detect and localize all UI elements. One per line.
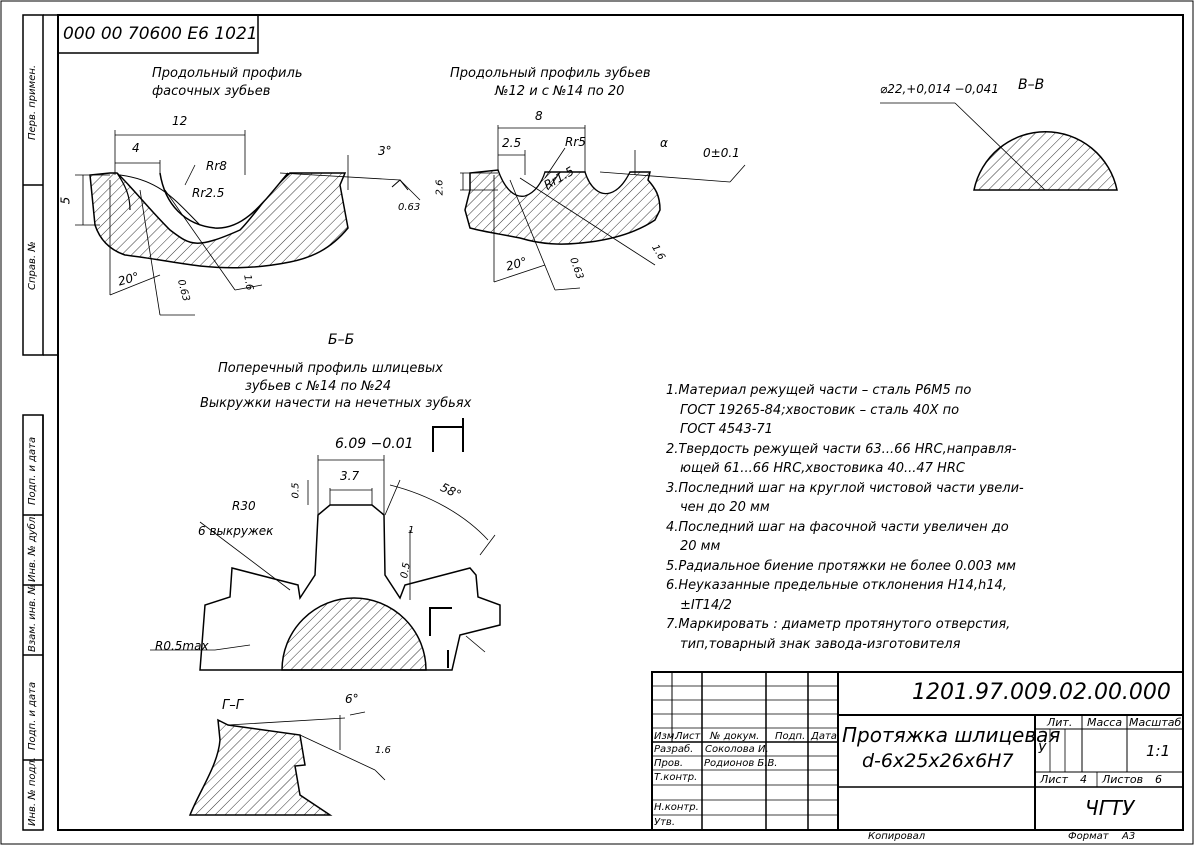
side-label-sprav: Справ. № [27, 241, 38, 290]
note-line: 6.Неуказанные предельные отклонения H14,… [666, 578, 1007, 593]
hdr-doc: № докум. [710, 731, 760, 742]
dim-12: 12 [172, 114, 188, 128]
format-label: Формат [1068, 831, 1109, 842]
corner-stamp-box [57, 14, 259, 54]
dim-r05max: R0.5max [155, 639, 209, 653]
section-vv-title: В–В [1018, 77, 1045, 93]
dim-recess: 6 выкружек [198, 524, 274, 538]
teeth-title-2: №12 и с №14 по 20 [495, 84, 625, 99]
section-gg [188, 711, 386, 816]
longitudinal-chamfer-profile [75, 130, 421, 316]
scale-label: Масштаб [1129, 716, 1182, 729]
side-label-inv-dubl: Инв. № дубл. [27, 513, 38, 582]
note-line: 5.Радиальное биение протяжки не более 0.… [666, 558, 1016, 574]
dim-26: 2.6 [434, 179, 446, 196]
note-line: ±IT14/2 [680, 597, 732, 613]
dim-25: 2.5 [502, 136, 522, 150]
teeth-title-1: Продольный профиль зубьев [450, 66, 651, 81]
dim-05-a: 0.5 [290, 482, 302, 499]
sheets-value: 6 [1155, 773, 1162, 786]
section-bb-cross-profile [150, 418, 501, 671]
dim-r25: Rr2.5 [192, 186, 225, 200]
dim-width-609: 6.09 −0.01 [335, 436, 414, 452]
doc-number: 1201.97.009.02.00.000 [912, 680, 1171, 705]
organization: ЧГТУ [1085, 796, 1135, 820]
row-role: Утв. [654, 817, 675, 828]
row-role: Пров. [654, 758, 684, 769]
note-line: 2.Твердость режущей части 63...66 HRC,на… [666, 441, 1017, 457]
sheet-label: Лист [1040, 773, 1068, 786]
side-strip [22, 14, 58, 831]
corner-stamp: 000 00 70600 Е6 1021 [63, 24, 258, 44]
section-bb-title: Б–Б [328, 332, 355, 348]
lit-label: Лит. [1047, 716, 1073, 729]
dim-37: 3.7 [340, 469, 360, 483]
sheet-value: 4 [1080, 773, 1087, 786]
dim-angle-3: 3° [378, 144, 392, 158]
section-bb-line3: Выкружки начести на нечетных зубьях [200, 396, 472, 411]
hdr-date: Дата [811, 731, 837, 742]
rough-16-gg: 1.6 [375, 745, 391, 756]
dim-r8: Rr8 [206, 159, 227, 173]
section-gg-title: Г–Г [222, 698, 243, 713]
dim-alpha: α [660, 136, 668, 150]
note-line: чен до 20 мм [680, 500, 770, 515]
chamfer-title-2: фасочных зубьев [152, 84, 271, 99]
dim-5: 5 [58, 196, 73, 205]
hdr-sign: Подп. [775, 731, 806, 742]
side-label-podp-data-2: Подп. и дата [27, 681, 38, 750]
scale-value: 1:1 [1146, 742, 1171, 760]
title-block-frame [651, 671, 1184, 831]
note-line: 4.Последний шаг на фасочной части увелич… [666, 519, 1009, 535]
sheets-label: Листов [1102, 773, 1144, 786]
row-name: Соколова И. [705, 744, 769, 755]
dim-r30: R30 [232, 499, 256, 513]
hdr-list: Лист [675, 731, 701, 742]
dim-4: 4 [132, 141, 140, 155]
side-label-inv-podl: Инв. № подл. [27, 757, 38, 826]
side-label-podp-data-1: Подп. и дата [27, 436, 38, 505]
note-line: ГОСТ 4543-71 [680, 422, 773, 437]
note-line: ющей 61...66 HRC,хвостовика 40...47 HRC [680, 461, 965, 476]
note-line: 20 мм [680, 539, 721, 554]
rough-063: 0.63 [398, 202, 421, 213]
dim-r5: Rr5 [565, 135, 586, 149]
hdr-izm: Изм. [654, 731, 678, 742]
note-line: 3.Последний шаг на круглой чистовой част… [666, 480, 1024, 496]
technical-notes: 1.Материал режущей части – сталь Р6М5 по… [666, 381, 1056, 654]
note-line: 7.Маркировать : диаметр протянутого отве… [666, 617, 1011, 632]
side-label-vzam-inv: Взам. инв. № [27, 584, 38, 652]
row-name: Родионов Б.В. [704, 758, 778, 769]
note-line: ГОСТ 19265-84;хвостовик – сталь 40Х по [680, 402, 960, 418]
note-line: тип,товарный знак завода-изготовителя [680, 636, 961, 652]
row-role: Разраб. [654, 744, 694, 755]
row-role: Т.контр. [654, 772, 698, 783]
section-bb-line1: Поперечный профиль шлицевых [218, 361, 443, 376]
side-label-perv-primen: Перв. примен. [27, 64, 38, 140]
format-value: А3 [1122, 831, 1136, 842]
dim-tol: 0±0.1 [703, 146, 740, 160]
note-line: 1.Материал режущей части – сталь Р6М5 по [666, 383, 972, 398]
lit-value: У [1038, 742, 1046, 757]
mass-label: Масса [1087, 716, 1123, 729]
section-vv [880, 102, 1118, 191]
section-vv-dim: ⌀22,+0,014 −0,041 [880, 82, 999, 96]
dim-1: 1 [408, 525, 415, 536]
dim-8: 8 [535, 109, 543, 123]
longitudinal-teeth-profile [460, 125, 746, 291]
product-name-1: Протяжка шлицевая [842, 723, 1061, 747]
dim-angle-6: 6° [345, 692, 359, 706]
product-name-2: d-6x25x26x6H7 [862, 750, 1014, 772]
chamfer-title-1: Продольный профиль [152, 66, 303, 81]
copied-label: Копировал [868, 831, 926, 842]
row-role: Н.контр. [654, 802, 699, 813]
section-bb-line2: зубьев с №14 по №24 [245, 379, 392, 394]
